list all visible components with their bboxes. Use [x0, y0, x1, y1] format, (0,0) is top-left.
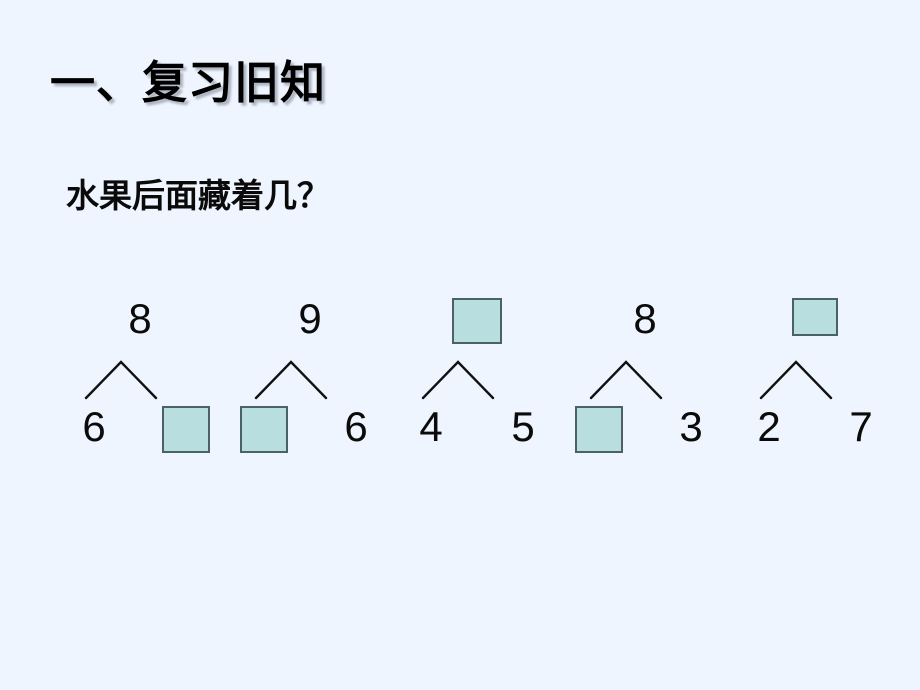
bond-number: 9 [298, 295, 322, 342]
bond-number: 6 [82, 403, 106, 450]
bond-number: 7 [849, 403, 873, 450]
bond-bottom-left-slot: 2 [730, 406, 808, 462]
bond-bottom-left-slot: 4 [392, 406, 470, 462]
bond-connector-lines [730, 356, 900, 402]
bond-connector-lines [225, 356, 395, 402]
bond-bottom-left-slot [560, 406, 638, 462]
bond-number: 8 [128, 295, 152, 342]
bond-number: 8 [633, 295, 657, 342]
bond-connector-lines [55, 356, 225, 402]
bond-top-slot [392, 298, 562, 350]
bond-connector-lines [560, 356, 730, 402]
bond-bottom-right-slot: 6 [317, 406, 395, 462]
bond-bottom-right-slot [147, 406, 225, 462]
hidden-number-square[interactable] [792, 298, 838, 336]
bond-number: 4 [419, 403, 443, 450]
bond-number: 6 [344, 403, 368, 450]
bond-top-slot [730, 298, 900, 350]
hidden-number-square[interactable] [240, 406, 288, 453]
bond-top-slot: 8 [560, 298, 730, 350]
page-title: 一、复习旧知 [50, 56, 327, 109]
bond-number: 5 [511, 403, 535, 450]
bond-bottom-right-slot: 5 [484, 406, 562, 462]
bond-top-slot: 9 [225, 298, 395, 350]
bond-connector-lines [392, 356, 562, 402]
bond-bottom-right-slot: 7 [822, 406, 900, 462]
bond-bottom-left-slot: 6 [55, 406, 133, 462]
bond-top-slot: 8 [55, 298, 225, 350]
subtitle-question: 水果后面藏着几？ [66, 176, 330, 215]
bond-number: 3 [679, 403, 703, 450]
hidden-number-square[interactable] [162, 406, 210, 453]
bond-number: 2 [757, 403, 781, 450]
hidden-number-square[interactable] [575, 406, 623, 453]
hidden-number-square[interactable] [452, 298, 502, 344]
bond-bottom-right-slot: 3 [652, 406, 730, 462]
bond-bottom-left-slot [225, 406, 303, 462]
